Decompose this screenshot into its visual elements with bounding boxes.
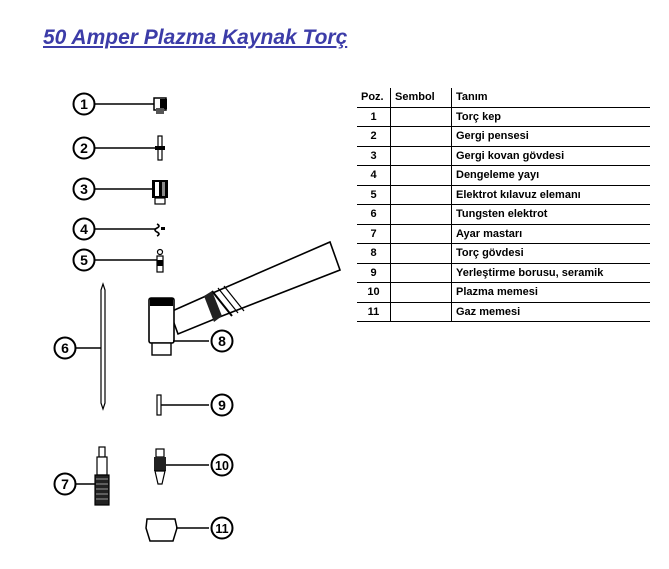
row-symbol: [390, 224, 452, 244]
page-title: 50 Amper Plazma Kaynak Torç: [43, 26, 348, 49]
part-1-torch-cap: [95, 97, 167, 114]
callout-5-label: 5: [80, 252, 88, 268]
part-10-plasma-nozzle: [154, 448, 209, 485]
row-pos: 4: [357, 165, 391, 186]
callout-9: 9: [210, 393, 234, 417]
row-pos: 3: [357, 146, 391, 166]
row-symbol: [390, 185, 452, 205]
callout-8-label: 8: [218, 333, 226, 349]
callout-4: 4: [72, 217, 96, 241]
table-row: 6 Tungsten elektrot: [357, 204, 650, 225]
callout-7-label: 7: [61, 476, 69, 492]
table-header-row: Poz. Sembol Tanım: [357, 88, 650, 108]
row-symbol: [390, 204, 452, 225]
row-description: Plazma memesi: [451, 282, 650, 303]
row-pos: 11: [357, 302, 391, 322]
callout-9-label: 9: [218, 397, 226, 413]
row-description: Gergi kovan gövdesi: [451, 146, 650, 166]
callout-1: 1: [72, 92, 96, 116]
row-symbol: [390, 107, 452, 127]
part-3-collet-body: [95, 180, 168, 205]
part-6-tungsten-electrode: [76, 282, 106, 411]
callout-4-label: 4: [80, 221, 88, 237]
row-description: Elektrot kılavuz elemanı: [451, 185, 650, 205]
part-8-torch-body: [148, 240, 342, 356]
callout-6-label: 6: [61, 340, 69, 356]
callout-7: 7: [53, 472, 77, 496]
callout-5: 5: [72, 248, 96, 272]
parts-table: Poz. Sembol Tanım 1 Torç kep 2 Gergi pense…: [357, 88, 650, 322]
table-row: 11 Gaz memesi: [357, 302, 650, 322]
row-symbol: [390, 243, 452, 264]
part-9-ceramic-tube: [156, 394, 209, 416]
callout-6: 6: [53, 336, 77, 360]
callout-2-label: 2: [80, 140, 88, 156]
row-pos: 7: [357, 224, 391, 244]
callout-11: 11: [210, 516, 234, 540]
table-row: 9 Yerleştirme borusu, seramik: [357, 263, 650, 283]
table-row: 4 Dengeleme yayı: [357, 165, 650, 186]
part-4-spring: [95, 223, 165, 237]
header-symbol: Sembol: [390, 88, 452, 108]
part-7-setting-gauge: [76, 446, 110, 506]
row-pos: 8: [357, 243, 391, 264]
table-row: 8 Torç gövdesi: [357, 243, 650, 264]
row-pos: 1: [357, 107, 391, 127]
row-description: Gaz memesi: [451, 302, 650, 322]
row-pos: 5: [357, 185, 391, 205]
callout-10: 10: [210, 453, 234, 477]
row-symbol: [390, 263, 452, 283]
row-description: Gergi pensesi: [451, 126, 650, 147]
table-row: 5 Elektrot kılavuz elemanı: [357, 185, 650, 205]
callout-3-label: 3: [80, 181, 88, 197]
row-pos: 9: [357, 263, 391, 283]
callout-8: 8: [210, 329, 234, 353]
part-5-electrode-guide: [95, 248, 164, 273]
part-11-gas-nozzle: [145, 518, 209, 542]
row-description: Tungsten elektrot: [451, 204, 650, 225]
callout-10-label: 10: [215, 459, 229, 473]
callout-11-label: 11: [215, 522, 228, 536]
row-symbol: [390, 282, 452, 303]
row-symbol: [390, 146, 452, 166]
row-description: Torç gövdesi: [451, 243, 650, 264]
row-pos: 2: [357, 126, 391, 147]
row-symbol: [390, 165, 452, 186]
row-pos: 10: [357, 282, 391, 303]
row-symbol: [390, 302, 452, 322]
table-row: 7 Ayar mastarı: [357, 224, 650, 244]
row-symbol: [390, 126, 452, 147]
callout-1-label: 1: [80, 96, 88, 112]
header-pos: Poz.: [357, 88, 391, 108]
row-description: Ayar mastarı: [451, 224, 650, 244]
row-description: Yerleştirme borusu, seramik: [451, 263, 650, 283]
table-row: 10 Plazma memesi: [357, 282, 650, 303]
row-description: Torç kep: [451, 107, 650, 127]
table-row: 2 Gergi pensesi: [357, 126, 650, 147]
row-pos: 6: [357, 204, 391, 225]
callout-3: 3: [72, 177, 96, 201]
table-row: 3 Gergi kovan gövdesi: [357, 146, 650, 166]
callout-2: 2: [72, 136, 96, 160]
part-2-collet: [95, 135, 165, 161]
row-description: Dengeleme yayı: [451, 165, 650, 186]
header-description: Tanım: [451, 88, 650, 108]
table-row: 1 Torç kep: [357, 107, 650, 127]
